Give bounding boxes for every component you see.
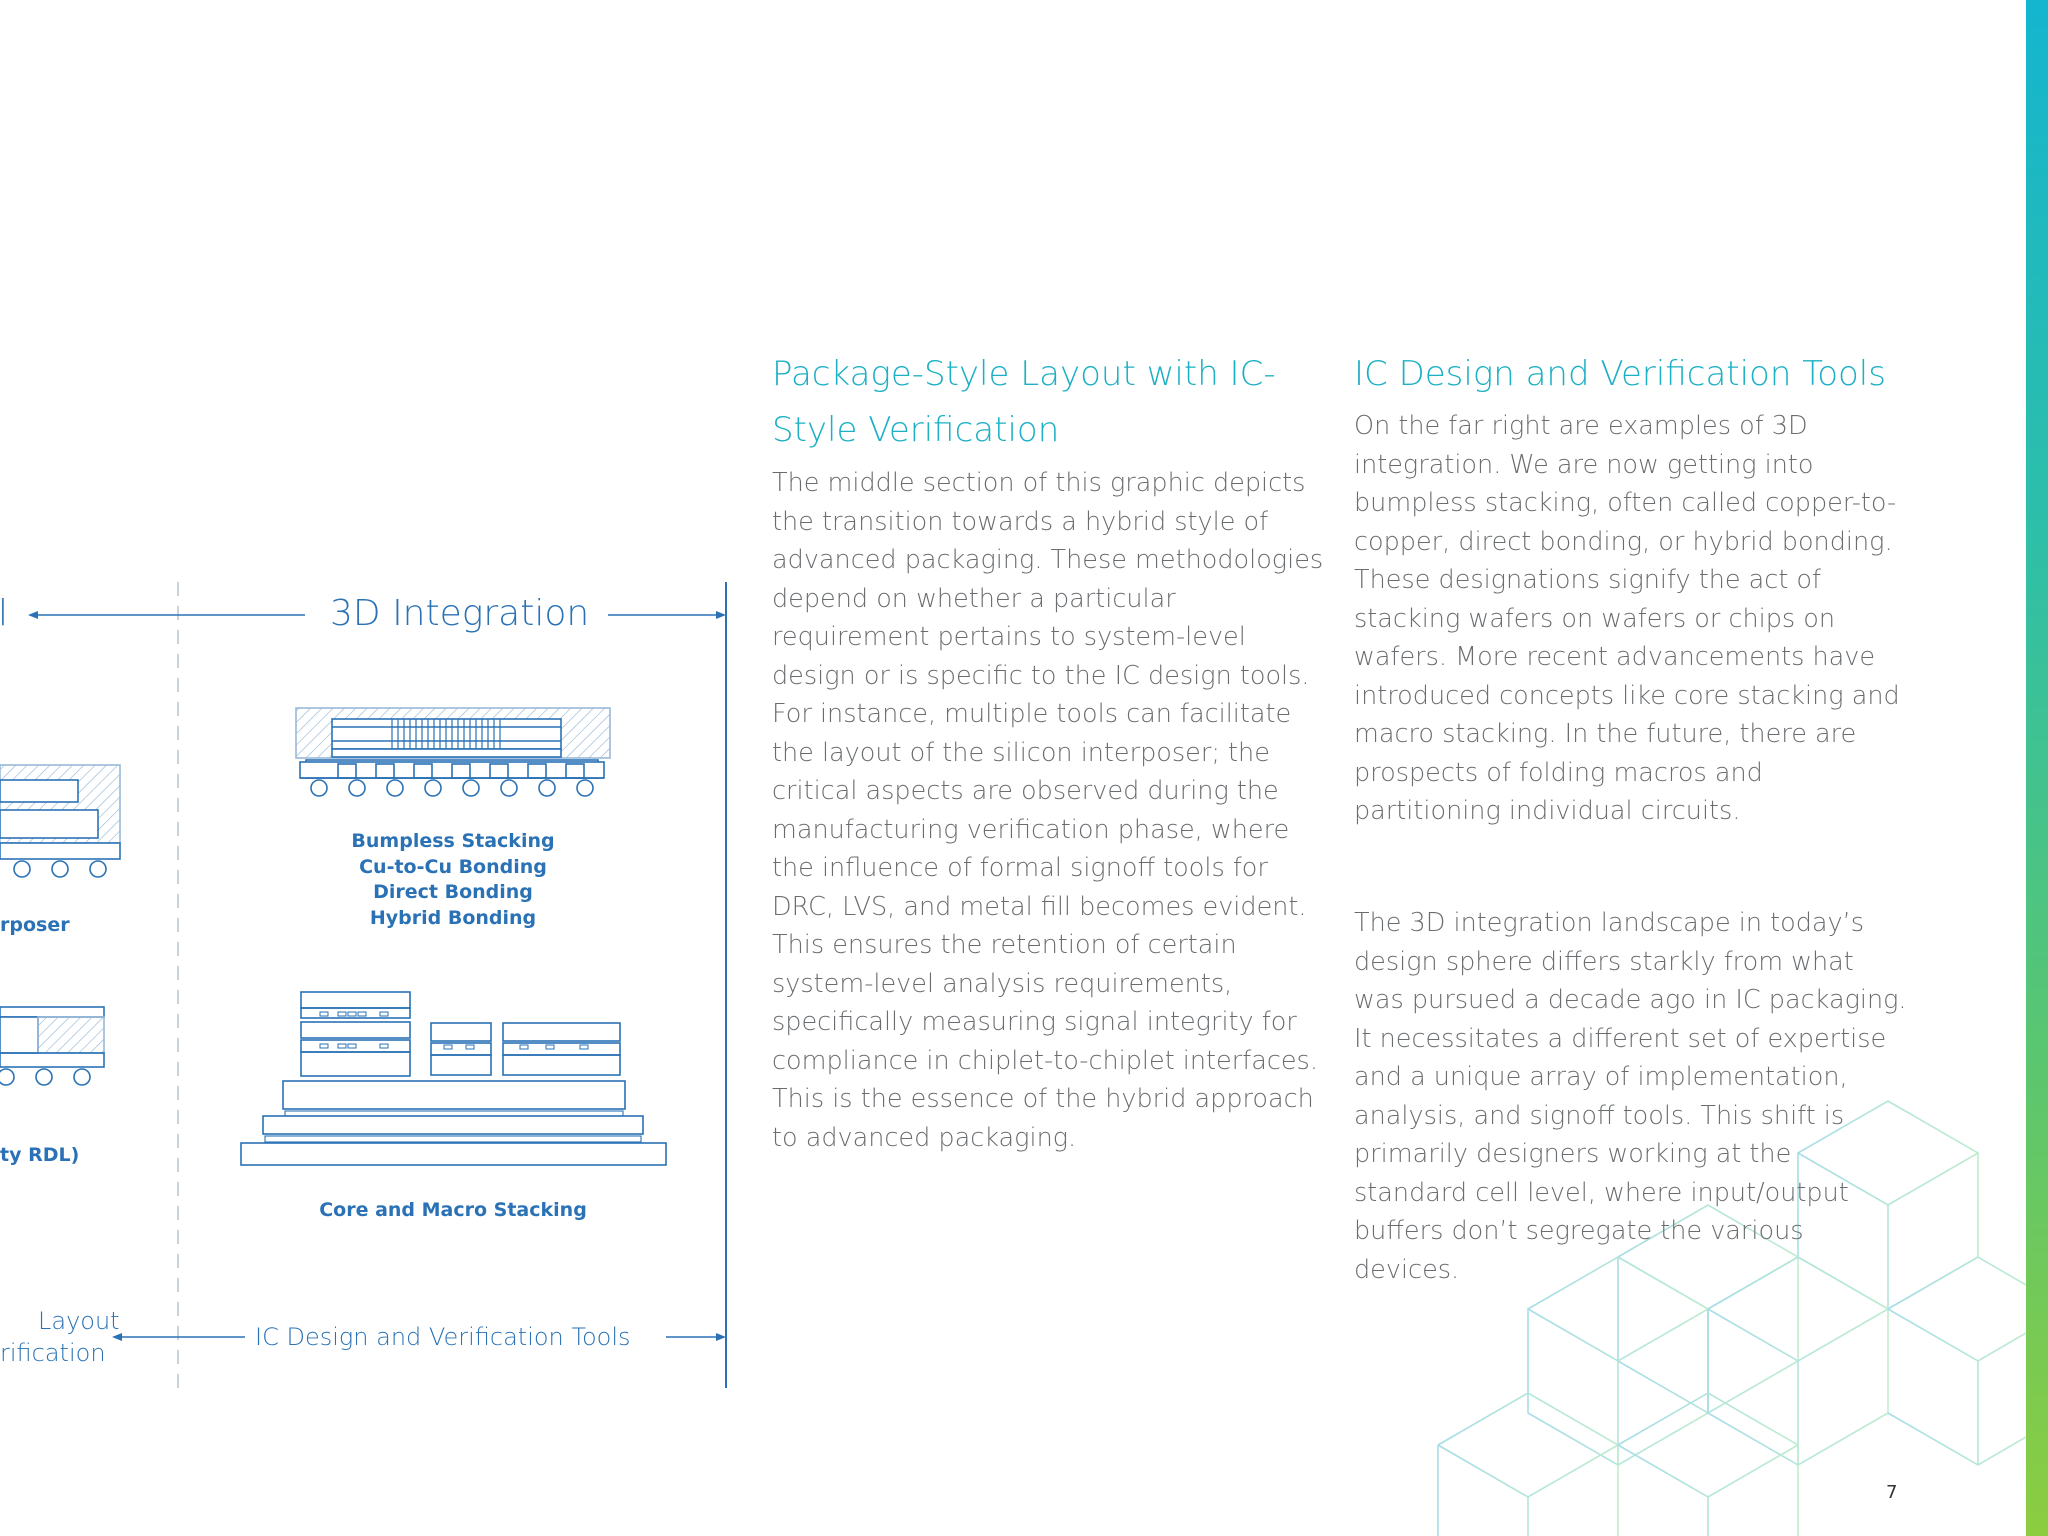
- bumpless-stacking-labels: Bumpless Stacking Cu-to-Cu Bonding Direc…: [351, 829, 554, 931]
- 3d-integration-body-2: The 3D integration landscape in today’s …: [1354, 908, 1907, 1285]
- rdl-illustration-cropped: [0, 1006, 105, 1086]
- left-bottom-label-fragment-2: rification: [0, 1339, 106, 1367]
- interposer-label-fragment: rposer: [0, 914, 70, 936]
- page-number: 7: [1886, 1482, 1898, 1503]
- core-macro-stack-illustration: [240, 991, 667, 1166]
- cu-to-cu-bonding-label: Cu-to-Cu Bonding: [359, 855, 547, 878]
- hybrid-packaging-body: The middle section of this graphic depic…: [772, 468, 1324, 1153]
- left-section-heading-fragment: l: [0, 593, 9, 634]
- core-macro-stacking-label: Core and Macro Stacking: [319, 1199, 587, 1221]
- ic-design-tools-diagram-label: IC Design and Verification Tools: [255, 1323, 631, 1351]
- direct-bonding-label: Direct Bonding: [373, 881, 533, 903]
- 3d-integration-body-1: On the far right are examples of 3D inte…: [1354, 411, 1900, 826]
- ic-design-tools-heading: IC Design and Verification Tools: [1354, 354, 1886, 394]
- bumpless-stack-illustration: [295, 707, 611, 797]
- bumpless-stacking-label: Bumpless Stacking: [351, 830, 555, 852]
- edge-gradient-bar: [2026, 0, 2048, 1536]
- hybrid-bonding-label: Hybrid Bonding: [369, 906, 537, 929]
- hybrid-packaging-heading: Package-Style Layout with IC-Style Verif…: [772, 354, 1276, 450]
- interposer-illustration-cropped: [0, 764, 121, 878]
- 3d-integration-title: 3D Integration: [330, 593, 590, 634]
- left-bottom-label-fragment-1: Layout: [38, 1307, 120, 1335]
- rdl-label-fragment: ty RDL): [0, 1144, 80, 1166]
